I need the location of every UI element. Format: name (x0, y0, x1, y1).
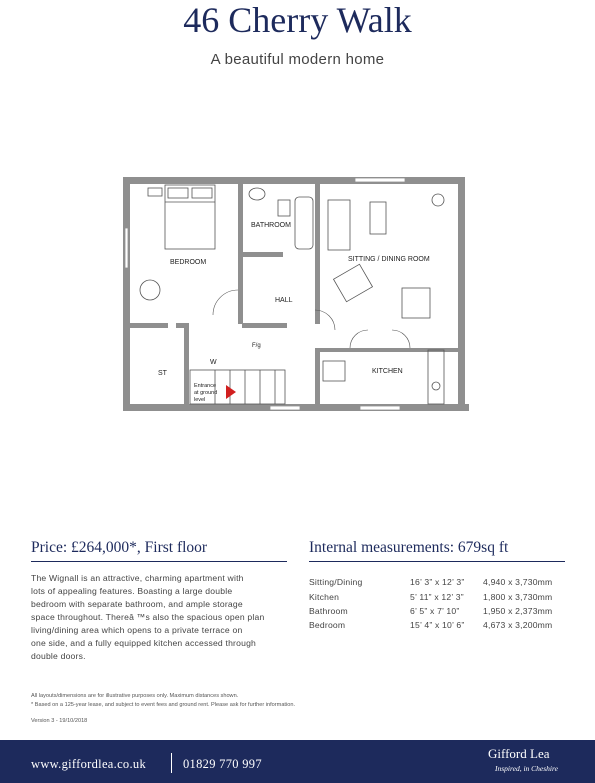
label-wardrobe: W (210, 359, 217, 366)
footer: www.giffordlea.co.uk 01829 770 997 Giffo… (0, 740, 595, 783)
description: The Wignall is an attractive, charming a… (31, 572, 281, 663)
label-bathroom: BATHROOM (251, 222, 291, 229)
outer-walls (123, 177, 469, 411)
description-line: The Wignall is an attractive, charming a… (31, 573, 244, 583)
entrance-arrow (226, 385, 236, 399)
room-metric: 1,800 x 3,730mm (483, 591, 553, 602)
room-name: Bathroom (309, 605, 348, 616)
table-row: Sitting/Dining 16’ 3” x 12’ 3” 4,940 x 3… (309, 575, 571, 589)
room-imperial: 15’ 4” x 10’ 6” (410, 620, 465, 631)
description-line: space throughout. Thereâ ™s also the spa… (31, 612, 265, 622)
logo-name: Gifford Lea (488, 746, 550, 761)
description-line: double doors. (31, 651, 86, 661)
version-note: Version 3 - 19/10/2018 (31, 718, 88, 724)
footer-divider (171, 753, 172, 773)
label-store: ST (158, 370, 168, 377)
table-row: Bedroom 15’ 4” x 10’ 6” 4,673 x 3,200mm (309, 618, 571, 632)
table-row: Bathroom 6’ 5” x 7’ 10” 1,950 x 2,373mm (309, 604, 571, 618)
company-logo: Gifford Lea Inspired, in Cheshire (488, 746, 568, 780)
price-heading: Price: £264,000*, First floor (31, 539, 287, 562)
description-line: bedroom with separate bathroom, and ampl… (31, 599, 243, 609)
page-subtitle: A beautiful modern home (210, 51, 385, 68)
floor-plan: BEDROOM BATHROOM HALL SITTING / DINING R… (123, 177, 469, 411)
label-entrance-1: Entrance (194, 383, 216, 389)
windows (124, 177, 406, 411)
room-imperial: 16’ 3” x 12’ 3” (410, 577, 465, 588)
room-metric: 4,673 x 3,200mm (483, 620, 553, 631)
disclaimer-lease: * Based on a 125-year lease, and subject… (31, 702, 295, 708)
logo-tagline: Inspired, in Cheshire (495, 764, 558, 773)
measurements-heading: Internal measurements: 679sq ft (309, 539, 565, 562)
kitchen-units (322, 349, 445, 405)
description-line: living/dining area which opens to a priv… (31, 625, 243, 635)
label-fridge: F/g (252, 343, 261, 349)
label-entrance-2: at ground (194, 390, 217, 396)
room-metric: 4,940 x 3,730mm (483, 577, 553, 588)
room-imperial: 5’ 11” x 12’ 3” (410, 591, 464, 602)
description-line: lots of appealing features. Boasting a l… (31, 586, 233, 596)
label-sitting-dining: SITTING / DINING ROOM (348, 256, 430, 263)
room-name: Kitchen (309, 591, 340, 602)
table-row: Kitchen 5’ 11” x 12’ 3” 1,800 x 3,730mm (309, 589, 571, 603)
label-kitchen: KITCHEN (372, 368, 403, 375)
description-line: one side, and a fully equipped kitchen a… (31, 638, 257, 648)
room-imperial: 6’ 5” x 7’ 10” (410, 605, 460, 616)
doors (212, 289, 411, 349)
stairs (189, 369, 286, 405)
label-bedroom: BEDROOM (170, 259, 206, 266)
phone-number[interactable]: 01829 770 997 (183, 757, 262, 771)
label-entrance-3: level (194, 397, 205, 403)
disclaimer-layouts: All layouts/dimensions are for illustrat… (31, 693, 239, 699)
page-title: 46 Cherry Walk (183, 0, 412, 40)
room-name: Bedroom (309, 620, 346, 631)
bed (139, 184, 216, 301)
living-furniture (327, 193, 445, 319)
bathroom-fixtures (248, 187, 314, 250)
room-metric: 1,950 x 2,373mm (483, 605, 553, 616)
label-hall: HALL (275, 297, 293, 304)
measurements-table: Sitting/Dining 16’ 3” x 12’ 3” 4,940 x 3… (309, 575, 571, 633)
room-name: Sitting/Dining (309, 577, 363, 588)
website-link[interactable]: www.giffordlea.co.uk (31, 757, 146, 771)
